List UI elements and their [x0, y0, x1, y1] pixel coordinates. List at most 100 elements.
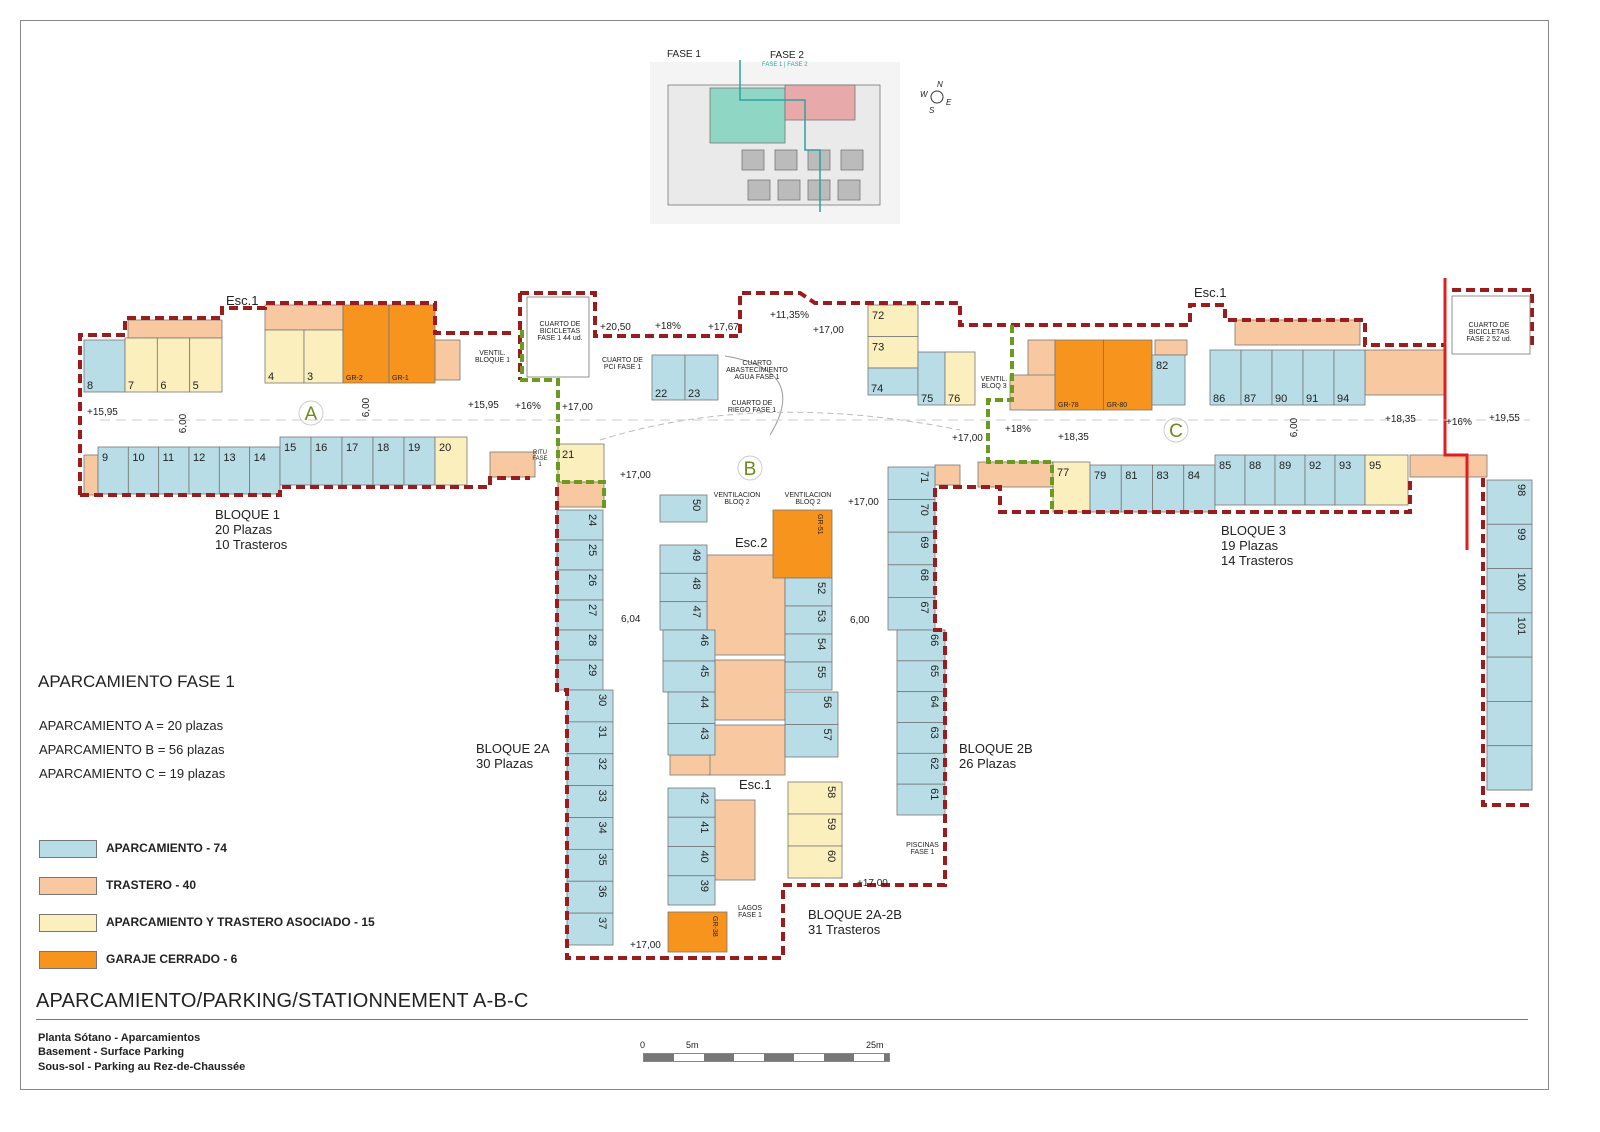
- parking-space: [264, 329, 305, 384]
- keyplan-building: [741, 149, 765, 171]
- storage-room: [714, 799, 756, 881]
- zone-label-a: A: [305, 404, 318, 425]
- parking-space: [310, 436, 343, 486]
- scale-label-5: 5m: [686, 1040, 699, 1050]
- parking-space: [566, 817, 614, 850]
- dimension-label: 6,00: [178, 413, 190, 434]
- space-number: 53: [815, 610, 827, 622]
- subtitle-line: Basement - Surface Parking: [38, 1046, 185, 1058]
- space-number: GR-1: [392, 375, 409, 382]
- parking-space: [684, 354, 719, 401]
- ramp-curve: [724, 355, 784, 436]
- parking-space: [566, 689, 614, 723]
- space-number: 47: [690, 606, 702, 618]
- space-number: 12: [193, 452, 205, 464]
- legend-label: APARCAMIENTO - 74: [106, 841, 227, 855]
- storage-room: [706, 554, 786, 656]
- dimension-label: 6,00: [361, 397, 373, 418]
- room-lakes: LAGOS FASE 1: [737, 905, 763, 919]
- keyplan-split-label: FASE 1 | FASE 2: [762, 62, 808, 68]
- keyplan-building: [837, 179, 861, 201]
- block-boundary: [1452, 288, 1534, 345]
- level-label: +17,00: [952, 433, 983, 444]
- level-label: +17,67: [708, 322, 739, 333]
- space-number: 26: [586, 574, 598, 586]
- storage-room: [557, 481, 605, 508]
- parking-space: [867, 336, 919, 369]
- space-number: 52: [815, 582, 827, 594]
- parking-space: [1486, 656, 1533, 702]
- compass-w: W: [920, 90, 928, 99]
- parking-space: [787, 781, 843, 815]
- parking-space: [1334, 454, 1366, 506]
- block-spaces: 20 Plazas: [215, 522, 273, 537]
- space-number: GR-78: [1058, 402, 1079, 409]
- keyplan-phase-divider: [739, 60, 821, 212]
- parking-space: [1364, 454, 1409, 506]
- space-number: 14: [254, 452, 266, 464]
- subtitle-line: Planta Sótano - Aparcamientos: [38, 1032, 201, 1044]
- level-label: +17,00: [857, 878, 888, 889]
- level-label: +17,00: [848, 497, 879, 508]
- space-number: 86: [1213, 393, 1225, 405]
- space-number: 19: [408, 442, 420, 454]
- space-number: 36: [596, 885, 608, 897]
- parking-space: [556, 629, 604, 661]
- block-boundary: [1481, 478, 1532, 807]
- space-number: 22: [655, 388, 667, 400]
- space-number: 17: [346, 442, 358, 454]
- space-number: 3: [307, 371, 313, 383]
- space-number: 82: [1156, 360, 1168, 372]
- stair-b2-label: Esc.2: [735, 535, 768, 550]
- keyplan-building: [774, 149, 798, 171]
- space-number: 5: [193, 380, 199, 392]
- parking-space: [1052, 461, 1091, 513]
- block-name: BLOQUE 3: [1221, 523, 1287, 538]
- parking-space: [303, 329, 344, 384]
- storage-room: [1364, 349, 1446, 396]
- space-number: 6: [160, 380, 166, 392]
- parking-space: [1486, 612, 1533, 658]
- parking-space: [667, 875, 716, 906]
- space-number: 76: [948, 393, 960, 405]
- zone-label-c: C: [1169, 421, 1183, 442]
- space-number: 16: [315, 442, 327, 454]
- parking-space: [279, 436, 312, 486]
- zone-marker-c: [1163, 417, 1189, 443]
- space-number: 28: [586, 634, 598, 646]
- space-number: 13: [223, 452, 235, 464]
- space-number: 41: [698, 821, 710, 833]
- room-pools: PISCINAS FASE 1: [906, 842, 939, 856]
- space-number: 33: [596, 790, 608, 802]
- legend-count: APARCAMIENTO A = 20 plazas: [39, 718, 224, 733]
- title-divider: [36, 1019, 1528, 1020]
- space-number: 30: [596, 694, 608, 706]
- space-number: 81: [1125, 470, 1137, 482]
- drawing-title: APARCAMIENTO/PARKING/STATIONNEMENT A-B-C: [36, 990, 529, 1012]
- block-boundary: [78, 301, 515, 495]
- parking-space: [917, 351, 946, 406]
- level-label: +16%: [1446, 417, 1472, 428]
- space-number: 94: [1337, 393, 1349, 405]
- room-bicycles-2: CUARTO DE BICICLETAS FASE 2 52 ud.: [1466, 322, 1512, 343]
- bicycle-room-1: [526, 296, 590, 378]
- space-number: 25: [586, 544, 598, 556]
- space-number: 49: [690, 549, 702, 561]
- space-number: 24: [586, 514, 598, 526]
- parking-space: [189, 337, 223, 393]
- space-number: 37: [596, 917, 608, 929]
- parking-space: [1333, 349, 1366, 406]
- space-number: 21: [562, 449, 574, 461]
- parking-space: [659, 544, 708, 574]
- block-spaces: 26 Plazas: [959, 756, 1017, 771]
- block-name: BLOQUE 2A: [476, 741, 550, 756]
- space-number: 85: [1219, 460, 1231, 472]
- phase-boundary: [986, 325, 1054, 510]
- parking-space: [867, 304, 919, 337]
- subtitle-line: Sous-sol - Parking au Rez-de-Chaussée: [38, 1061, 246, 1073]
- space-number: 62: [928, 757, 940, 769]
- parking-space: [667, 787, 716, 818]
- storage-room: [489, 451, 536, 478]
- block-spaces: 19 Plazas: [1221, 538, 1279, 553]
- space-number: 66: [928, 634, 940, 646]
